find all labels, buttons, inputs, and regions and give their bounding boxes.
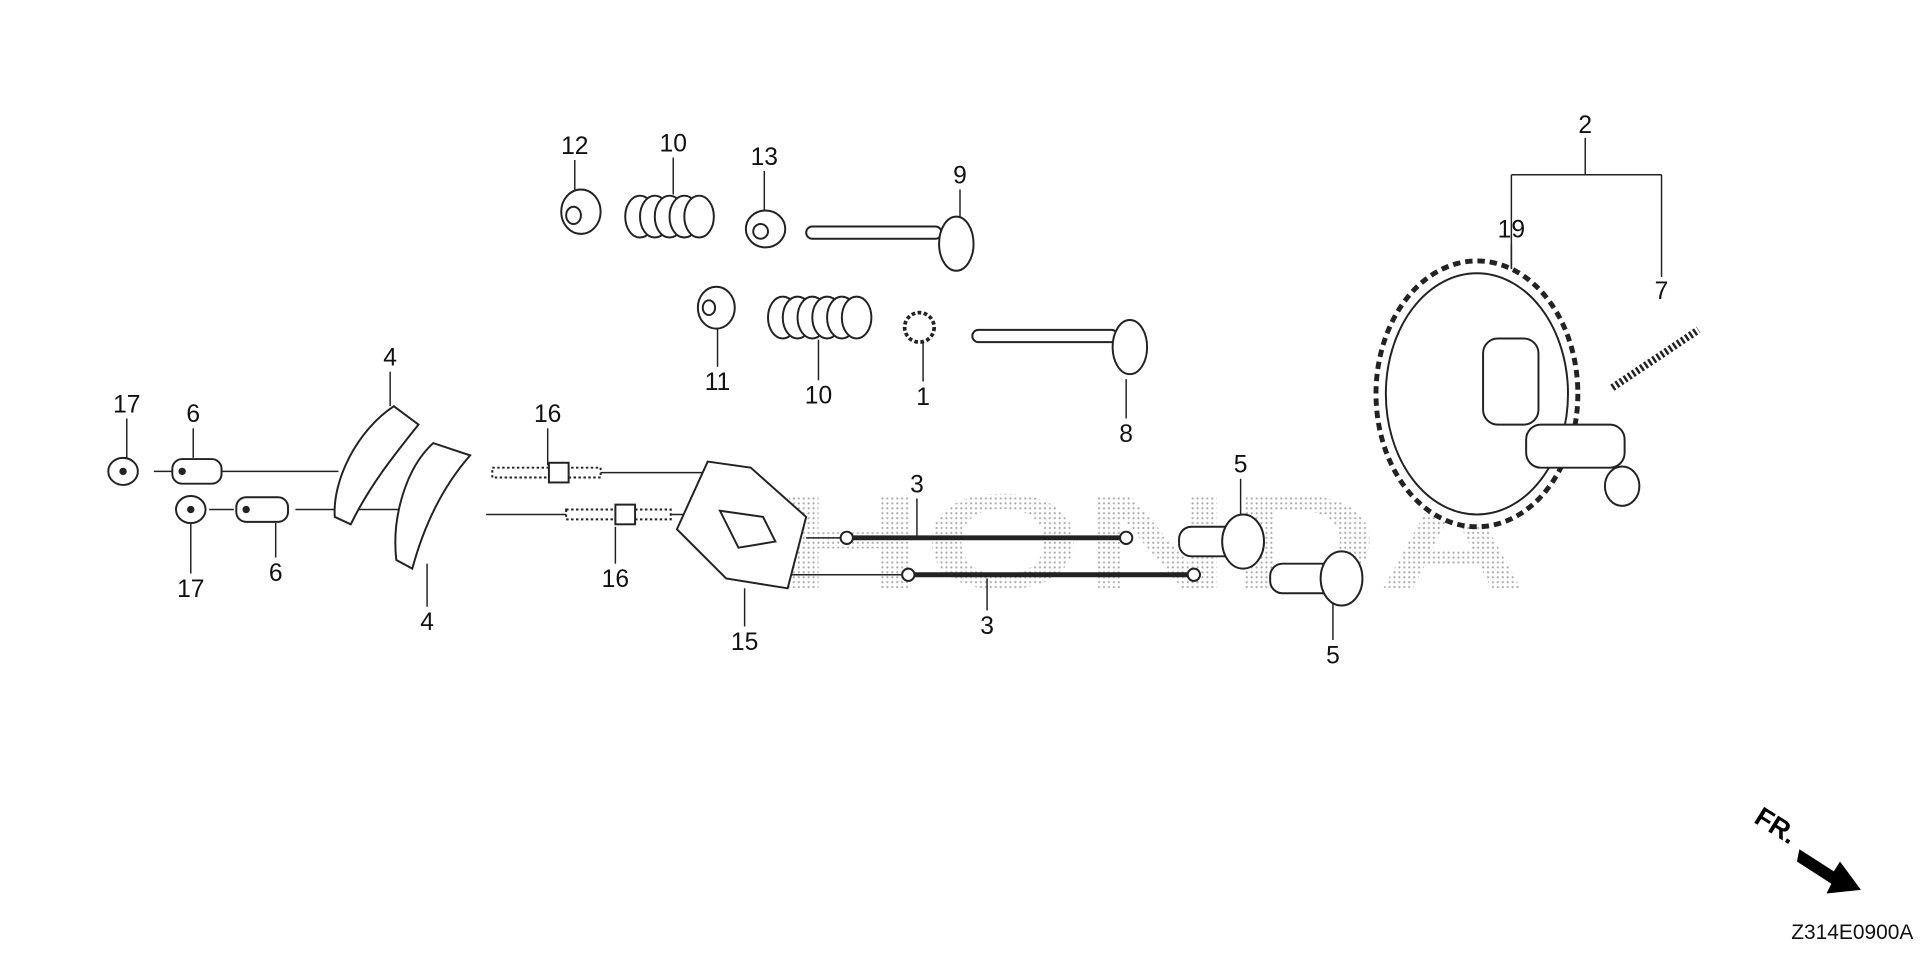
part-6-pivot bbox=[171, 458, 223, 485]
callout-13: 13 bbox=[751, 144, 778, 171]
callout-10: 10 bbox=[805, 383, 832, 410]
callout-16: 16 bbox=[534, 401, 561, 428]
front-direction-marker: FR. bbox=[1750, 801, 1861, 894]
part-7-spring bbox=[1610, 326, 1701, 391]
callout-4: 4 bbox=[383, 345, 397, 372]
part-15-guide-plate bbox=[675, 460, 808, 590]
callout-2: 2 bbox=[1578, 112, 1592, 139]
part-5-tappet bbox=[1178, 513, 1265, 570]
callout-15: 15 bbox=[731, 629, 758, 656]
part-12-retainer bbox=[560, 188, 602, 235]
callout-1: 1 bbox=[916, 384, 930, 411]
part-13-seal bbox=[744, 209, 787, 249]
diagram-code: Z314E0900A bbox=[1791, 921, 1913, 944]
callout-7: 7 bbox=[1655, 278, 1669, 305]
honda-watermark: HONDA bbox=[775, 465, 1526, 617]
part-16-stud bbox=[491, 461, 602, 484]
callout-5: 5 bbox=[1234, 452, 1248, 479]
callout-10: 10 bbox=[660, 130, 687, 157]
leader-lines bbox=[126, 137, 1663, 640]
callout-11: 11 bbox=[705, 369, 731, 396]
callouts: 12 10 13 9 2 19 7 11 10 1 8 4 17 6 16 3 … bbox=[113, 112, 1668, 669]
front-label: FR. bbox=[1750, 801, 1803, 850]
callout-9: 9 bbox=[953, 162, 967, 189]
part-17-nut bbox=[107, 456, 139, 486]
part-3-push-rod bbox=[839, 530, 1134, 545]
part-17-nut bbox=[175, 495, 207, 525]
callout-6: 6 bbox=[269, 560, 283, 587]
callout-8: 8 bbox=[1119, 421, 1133, 448]
part-19-camshaft-gear bbox=[1373, 258, 1641, 530]
callout-5: 5 bbox=[1326, 642, 1340, 669]
callout-6: 6 bbox=[186, 401, 200, 428]
callout-3: 3 bbox=[910, 471, 924, 498]
part-1-rotator bbox=[902, 310, 937, 345]
callout-12: 12 bbox=[561, 133, 588, 160]
part-9-valve bbox=[805, 215, 975, 272]
callout-17: 17 bbox=[177, 576, 204, 603]
callout-4: 4 bbox=[420, 609, 434, 636]
part-4-rocker-arm bbox=[333, 404, 420, 526]
part-8-valve bbox=[971, 319, 1149, 376]
callout-17: 17 bbox=[113, 391, 140, 418]
part-4-rocker-arm bbox=[394, 441, 472, 571]
part-10-spring-lower bbox=[767, 295, 873, 340]
part-11-retainer bbox=[696, 285, 736, 330]
part-10-spring-upper bbox=[624, 194, 715, 239]
part-5-tappet bbox=[1269, 550, 1364, 607]
callout-3: 3 bbox=[980, 613, 994, 640]
front-arrow-icon bbox=[1796, 849, 1861, 894]
callout-16: 16 bbox=[602, 566, 629, 593]
callout-19: 19 bbox=[1498, 217, 1525, 244]
part-6-pivot bbox=[235, 496, 289, 523]
part-3-push-rod bbox=[901, 567, 1201, 582]
part-16-stud bbox=[565, 503, 672, 526]
